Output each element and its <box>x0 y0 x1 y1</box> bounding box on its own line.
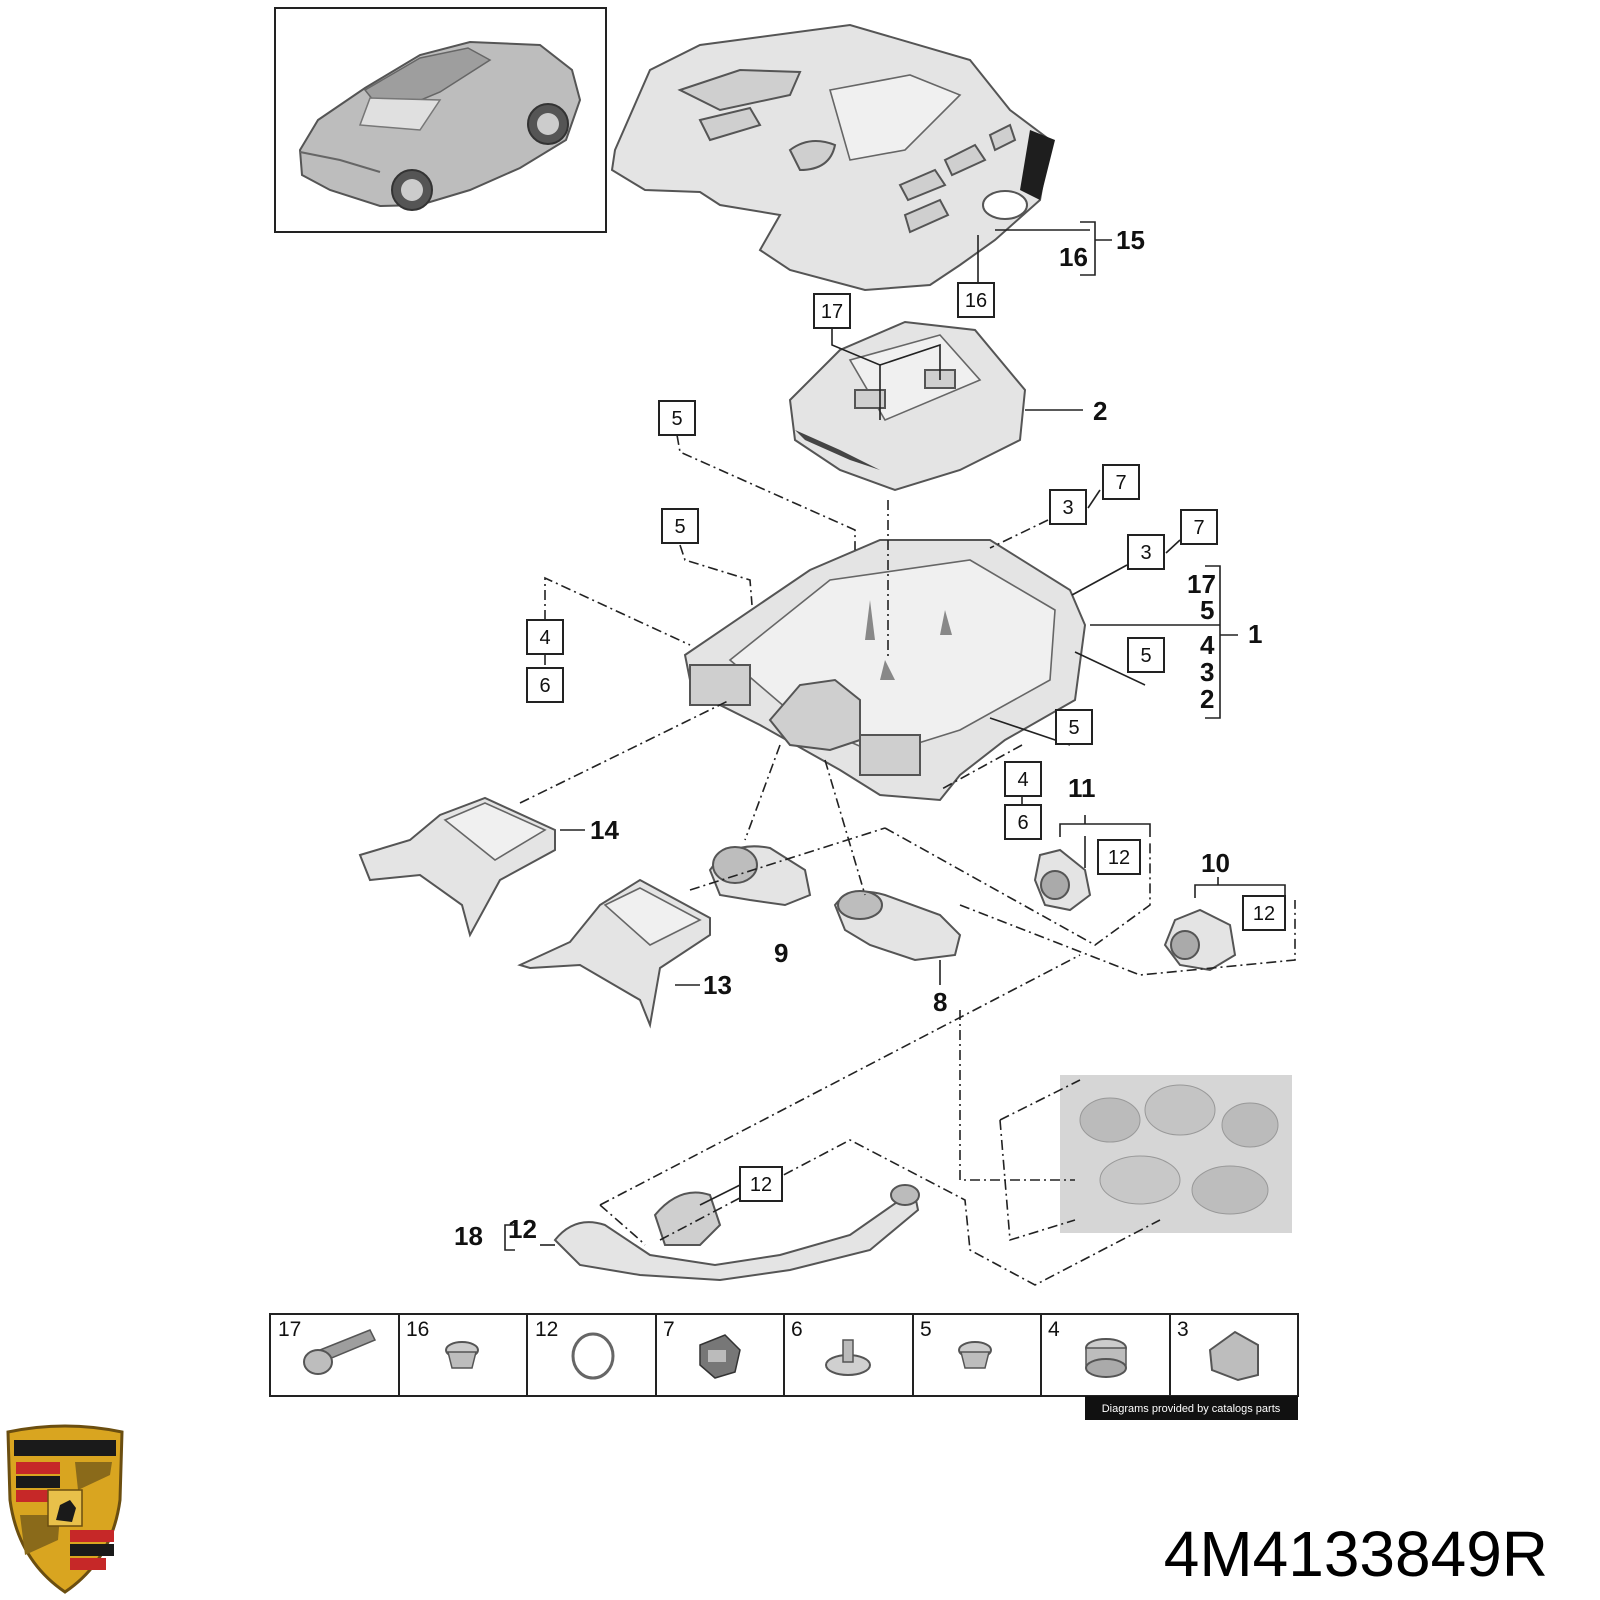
vehicle-inset <box>274 7 607 233</box>
leader-lines <box>504 221 1296 1286</box>
callout-15: 15 <box>1116 225 1145 255</box>
box-12c: 12 <box>739 1166 783 1202</box>
callout-12: 12 <box>508 1214 537 1244</box>
credit-banner: Diagrams provided by catalogs parts <box>1085 1396 1298 1420</box>
intake-hose-part-9 <box>708 845 812 907</box>
porsche-crest-icon <box>6 1424 124 1594</box>
box-12a: 12 <box>1097 839 1141 875</box>
air-guide-part-13 <box>517 878 711 1029</box>
svg-text:5: 5 <box>1140 645 1151 667</box>
box-5c: 5 <box>1127 637 1165 673</box>
rubber-mount-icon <box>1085 1338 1127 1378</box>
svg-text:5: 5 <box>674 516 685 538</box>
callout-9: 9 <box>774 938 788 968</box>
strip-cell-3: 3 <box>1177 1318 1259 1382</box>
callout-2: 2 <box>1093 396 1107 426</box>
box-12b: 12 <box>1242 895 1286 931</box>
suv-icon <box>298 40 582 211</box>
strip-cell-17: 17 <box>278 1318 377 1375</box>
svg-text:12: 12 <box>750 1174 772 1196</box>
box-3b: 3 <box>1127 534 1165 570</box>
throttle-body-part-11 <box>1033 848 1092 912</box>
box-17: 17 <box>813 293 851 329</box>
airbox-housing-part <box>683 539 1087 802</box>
grommet-icon <box>445 1341 479 1369</box>
bushing-icon <box>958 1341 992 1369</box>
intake-hose-part-8 <box>833 890 962 962</box>
strip-cell-4: 4 <box>1048 1318 1127 1378</box>
strip-cell-5: 5 <box>920 1318 992 1369</box>
box-7b: 7 <box>1180 509 1218 545</box>
strip-cell-6: 6 <box>791 1318 871 1376</box>
svg-text:7: 7 <box>1193 517 1204 539</box>
box-4b: 4 <box>1004 761 1042 797</box>
callout-10: 10 <box>1201 848 1230 878</box>
strip-cell-16: 16 <box>406 1318 479 1369</box>
svg-text:7: 7 <box>663 1318 675 1341</box>
pipe-assembly-part-18 <box>553 1184 920 1282</box>
svg-text:7: 7 <box>1115 472 1126 494</box>
svg-text:3: 3 <box>1140 542 1151 564</box>
intake-cover-part <box>788 320 1027 492</box>
box-3a: 3 <box>1049 489 1087 525</box>
clip-icon <box>699 1334 741 1379</box>
group-item-4: 4 <box>1200 630 1215 660</box>
svg-text:3: 3 <box>1062 497 1073 519</box>
engine-cover-part <box>610 23 1055 292</box>
callout-8: 8 <box>933 987 947 1017</box>
svg-text:6: 6 <box>791 1318 803 1341</box>
svg-text:17: 17 <box>821 301 843 323</box>
svg-text:6: 6 <box>1017 812 1028 834</box>
box-7a: 7 <box>1102 464 1140 500</box>
bracket-icon <box>1208 1330 1259 1382</box>
bolt-icon <box>303 1329 377 1375</box>
svg-text:12: 12 <box>535 1318 558 1341</box>
svg-text:5: 5 <box>1068 717 1079 739</box>
svg-text:4: 4 <box>1017 769 1028 791</box>
box-5d: 5 <box>1055 709 1093 745</box>
box-5b: 5 <box>661 508 699 544</box>
strip-cell-12: 12 <box>535 1318 615 1380</box>
svg-text:4: 4 <box>539 627 550 649</box>
air-guide-part-14 <box>358 796 556 938</box>
strip-cell-7: 7 <box>663 1318 741 1379</box>
svg-text:12: 12 <box>1108 847 1130 869</box>
box-6b: 6 <box>1004 804 1042 840</box>
svg-text:5: 5 <box>920 1318 932 1341</box>
svg-text:4: 4 <box>1048 1318 1060 1341</box>
callout-11: 11 <box>1068 773 1096 803</box>
seal-ring-icon <box>571 1332 615 1380</box>
callout-numbers: 15 16 2 1 17 5 4 3 2 14 13 9 8 11 10 18 … <box>454 225 1262 1251</box>
parts-strip: 17 16 12 7 6 <box>269 1313 1299 1397</box>
boxed-callouts: 16 17 5 5 3 7 3 7 4 6 5 5 4 6 12 12 12 <box>526 282 1286 1202</box>
throttle-body-part-10 <box>1163 908 1237 972</box>
push-pin-icon <box>825 1339 871 1376</box>
part-number: 4M4133849R <box>1164 1518 1548 1590</box>
group-item-3: 3 <box>1200 657 1214 687</box>
engine-image <box>1060 1075 1292 1233</box>
group-item-17: 17 <box>1187 569 1216 599</box>
group-item-2: 2 <box>1200 684 1214 714</box>
box-6a: 6 <box>526 667 564 703</box>
box-4a: 4 <box>526 619 564 655</box>
callout-13: 13 <box>703 970 732 1000</box>
box-16: 16 <box>957 282 995 318</box>
svg-text:5: 5 <box>671 408 682 430</box>
svg-text:17: 17 <box>278 1318 301 1341</box>
group-item-5: 5 <box>1200 595 1214 625</box>
svg-text:12: 12 <box>1253 903 1275 925</box>
svg-text:6: 6 <box>539 675 550 697</box>
svg-text:Diagrams provided by catalogs: Diagrams provided by catalogs parts <box>1102 1403 1281 1415</box>
svg-text:16: 16 <box>406 1318 429 1341</box>
svg-text:3: 3 <box>1177 1318 1189 1341</box>
callout-18: 18 <box>454 1221 483 1251</box>
box-5a: 5 <box>658 400 696 436</box>
callout-16: 16 <box>1059 242 1088 272</box>
svg-text:16: 16 <box>965 290 987 312</box>
callout-14: 14 <box>590 815 619 845</box>
callout-1: 1 <box>1248 619 1262 649</box>
